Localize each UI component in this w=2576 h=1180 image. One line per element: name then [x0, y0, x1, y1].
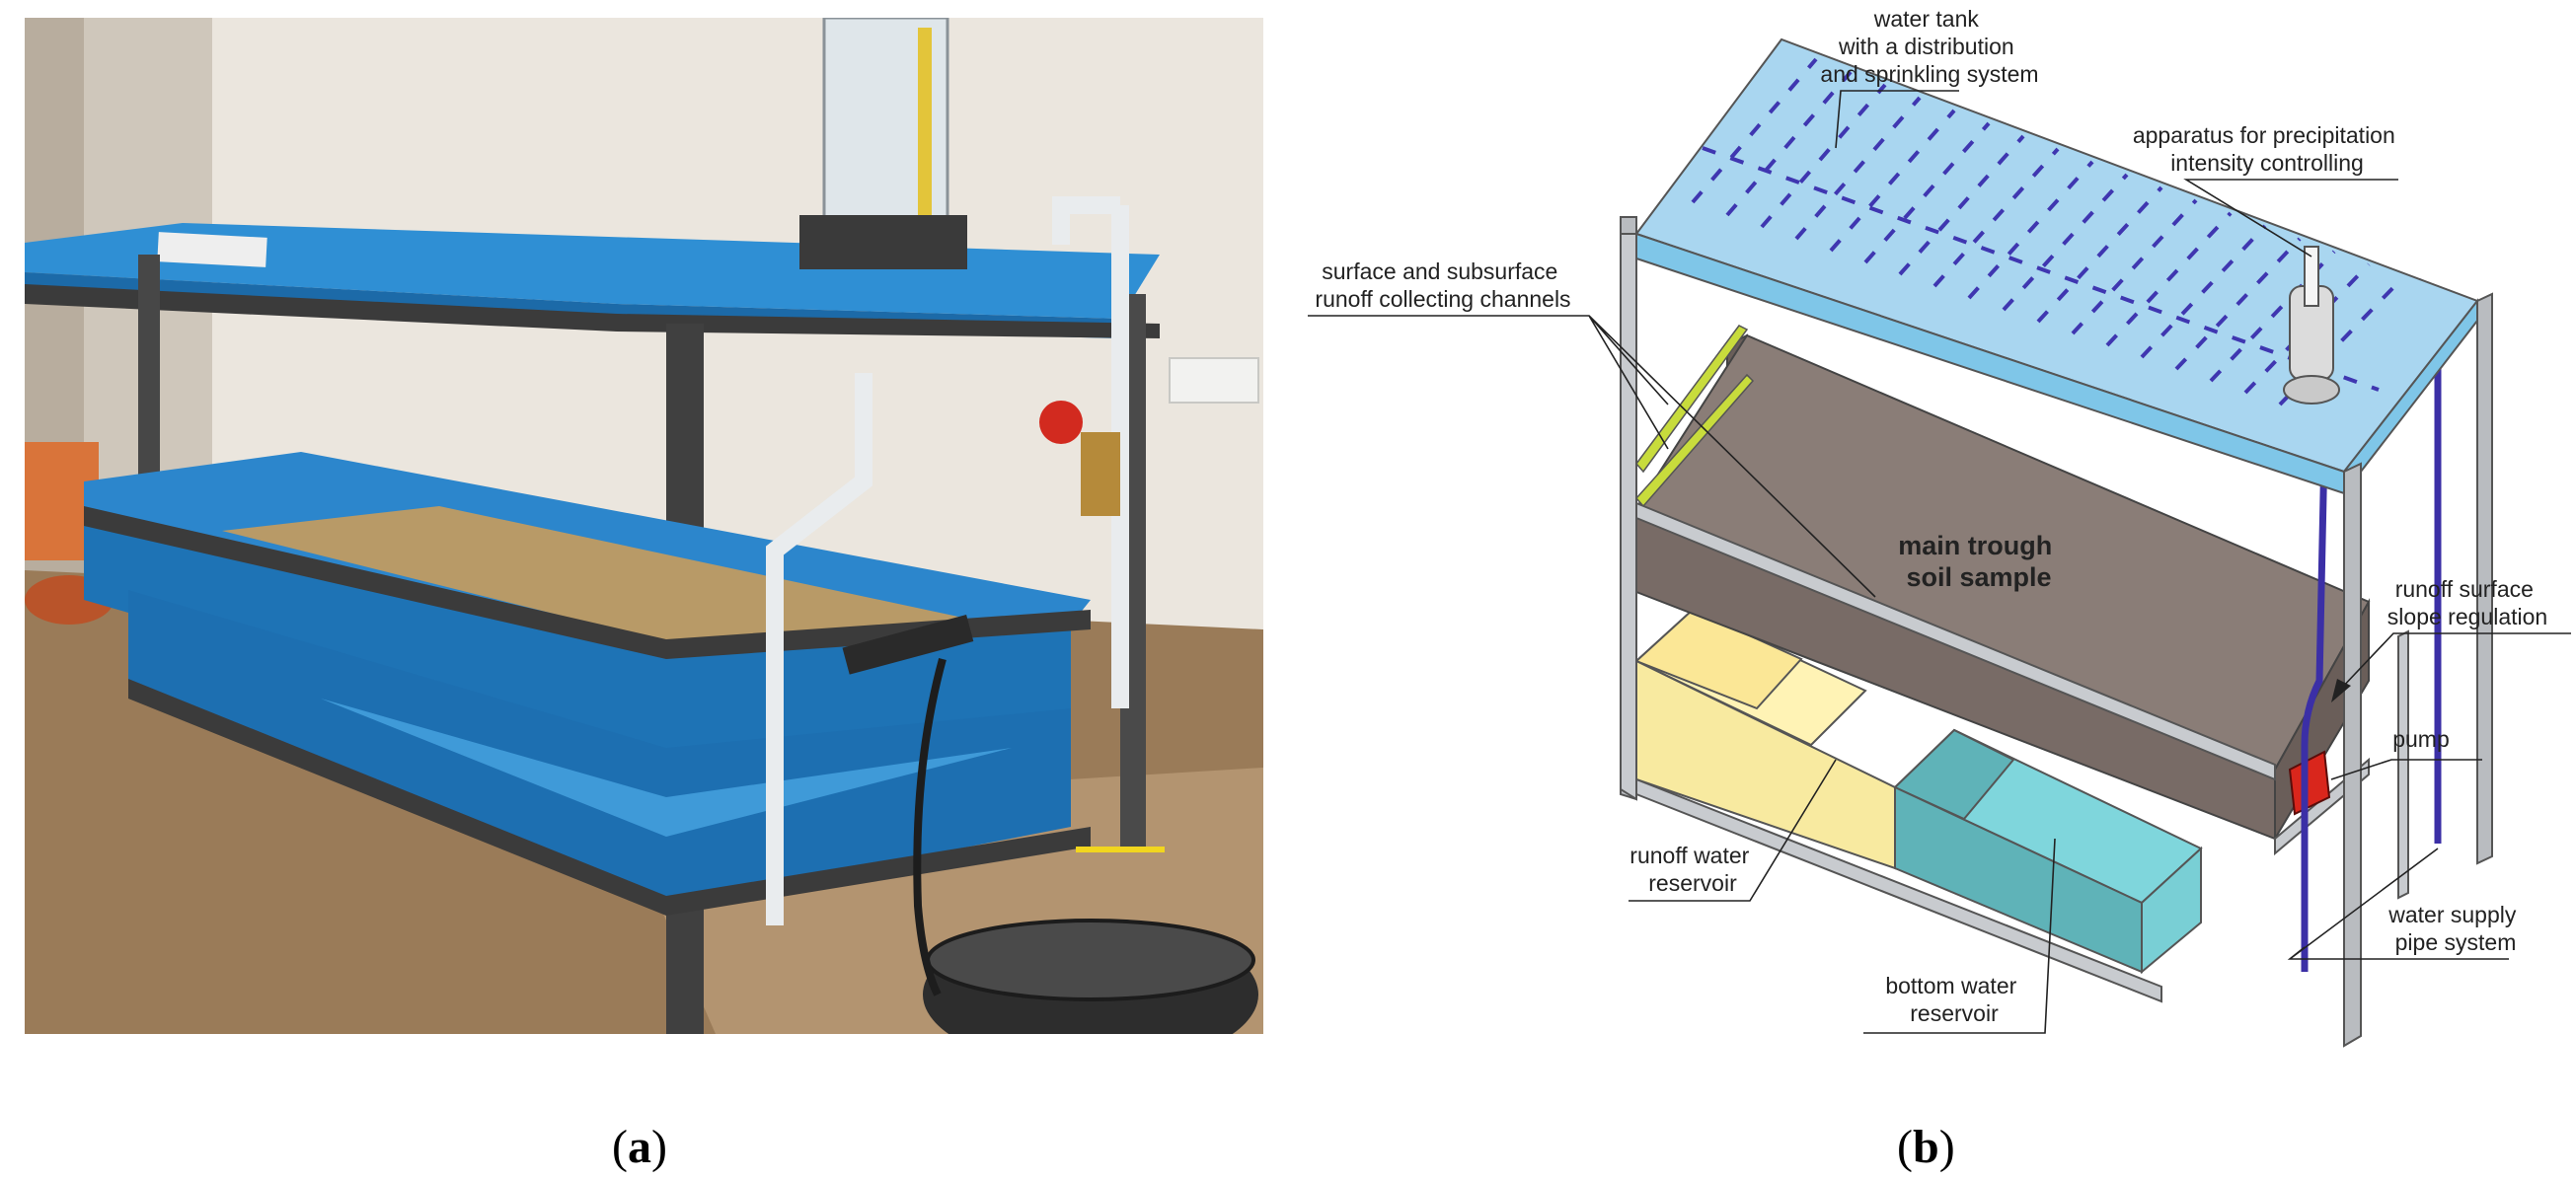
leader-water-tank [1835, 90, 1959, 149]
photo-lower-reservoir-inner [321, 699, 1012, 837]
diagram-test-stand: main trough soil sample [1308, 6, 2571, 1048]
supply-pipe-left [2301, 448, 2328, 972]
leader-water-supply [2287, 848, 2509, 960]
pump-body [2288, 750, 2331, 816]
photo-bucket-rim [926, 919, 1255, 1001]
runoff-channel-lower [1634, 373, 1755, 508]
photo-drain-pipe [766, 373, 872, 925]
label-water-supply: water supply pipe system [2387, 902, 2523, 955]
frame-upright-front [2343, 462, 2362, 1048]
label-pump: pump [2392, 726, 2450, 752]
bottom-reservoir-right [2141, 846, 2202, 975]
leader-runoff-reservoir [1629, 759, 1837, 902]
label-water-tank: water tank with a distribution and sprin… [1820, 6, 2038, 87]
photo-trough-side [84, 521, 1071, 768]
photo-paper [157, 232, 267, 267]
label-main-trough: main trough soil sample [1898, 531, 2060, 592]
runoff-channel-upper [1635, 325, 1749, 474]
leader-slope-regulation [2338, 632, 2571, 692]
label-slope-regulation: runoff surface slope regulation [2387, 576, 2547, 629]
photo-pump-handle [842, 614, 974, 675]
frame-upright-front-left [1620, 233, 1637, 801]
runoff-reservoir-left-top [1634, 608, 1803, 710]
caption-b-letter: b [1912, 1121, 1939, 1173]
photo-trough-soil [222, 506, 972, 659]
frame-upright-right [2476, 292, 2493, 865]
photo-pump-cable [913, 657, 947, 996]
precipitation-apparatus [2283, 246, 2340, 405]
leader-channels [1308, 315, 1876, 598]
sprinkler-lines [1691, 57, 2405, 406]
photo-lower-reservoir [128, 590, 1071, 906]
leader-pump [2330, 759, 2482, 780]
photo-frame-top-rail [25, 284, 1160, 338]
photo-gauge-base [799, 215, 967, 269]
caption-b: (b) [1897, 1121, 1955, 1173]
label-channels: surface and subsurface runoff collecting… [1315, 258, 1570, 312]
photo-yellow-marker [1076, 847, 1165, 852]
leader-apparatus [2183, 179, 2398, 258]
photo-gauge-scale [918, 28, 932, 220]
photo-red-valve [1039, 401, 1083, 444]
slope-arrow-icon [2331, 679, 2351, 702]
leader-bottom-reservoir [1863, 838, 2056, 1034]
label-bottom-reservoir: bottom water reservoir [1885, 973, 2022, 1026]
photo-brass-valve [1081, 432, 1120, 516]
label-runoff-reservoir: runoff water reservoir [1629, 843, 1755, 896]
caption-a-letter: a [627, 1121, 651, 1173]
label-apparatus: apparatus for precipitation intensity co… [2133, 122, 2401, 176]
photo-test-stand [25, 18, 1263, 1034]
photo-wall-socket [1169, 357, 1259, 404]
photo-frame-mid-rail [84, 506, 1091, 659]
caption-a: (a) [612, 1121, 667, 1173]
frame-upright-mid-right [2397, 629, 2409, 900]
